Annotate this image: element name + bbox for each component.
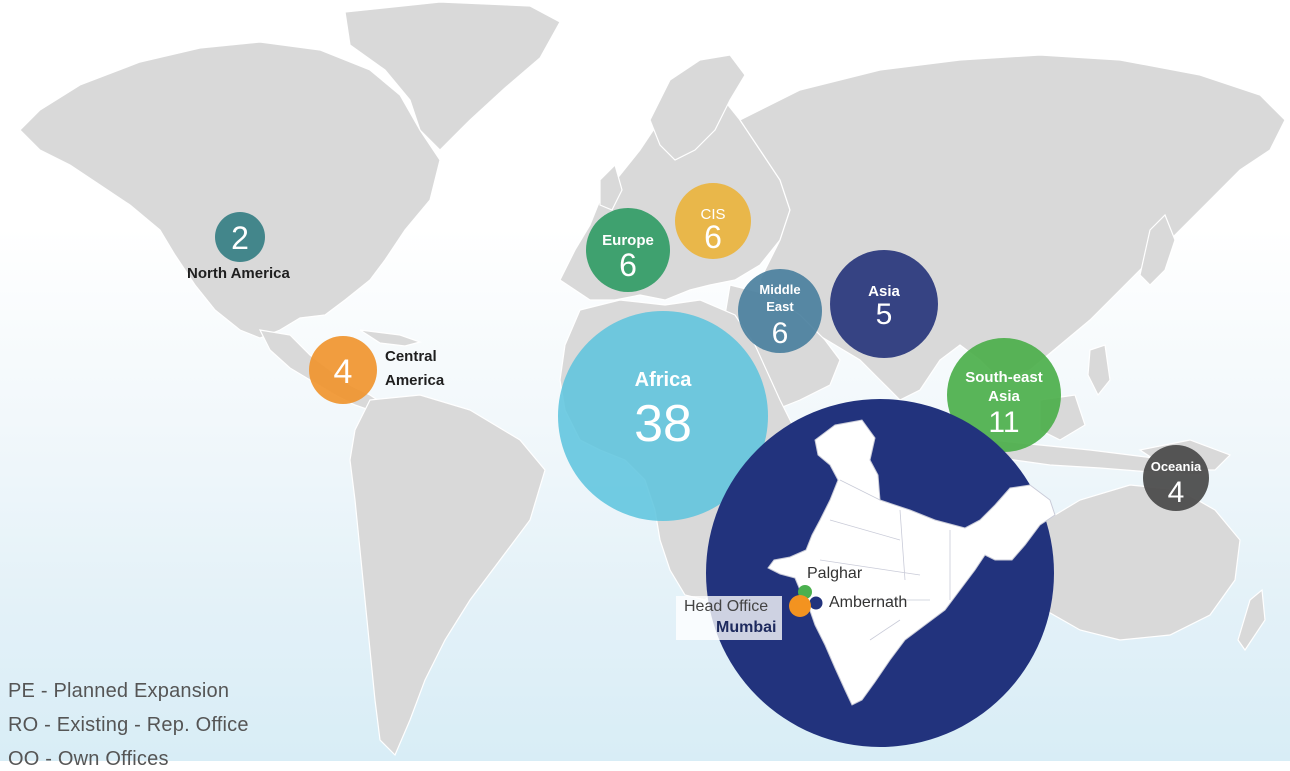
landmass-scandinavia [649, 54, 746, 161]
landmass-new-zealand [1237, 588, 1266, 652]
landmass-australia [1024, 484, 1241, 641]
landmass-south-america [349, 394, 546, 757]
count-north-america: 2 [231, 220, 249, 256]
landmass-uk [599, 163, 623, 211]
count-oceania: 4 [1168, 476, 1185, 509]
label-middle-east-line2: East [766, 299, 794, 314]
label-north-america: North America [187, 265, 290, 282]
mumbai-label: Mumbai [716, 619, 777, 636]
bubble-central-america[interactable] [309, 336, 377, 404]
head-office-label-background [676, 596, 782, 640]
bubble-cis[interactable] [675, 183, 751, 259]
ambernath-dot [808, 595, 824, 611]
label-oceania: Oceania [1151, 459, 1202, 474]
label-south-east-asia-line1: South-east [965, 369, 1043, 386]
india-inset [706, 399, 1056, 747]
label-europe: Europe [602, 232, 654, 249]
label-central-america-line2: America [385, 372, 445, 389]
count-asia: 5 [876, 298, 893, 331]
bubble-europe[interactable] [586, 208, 670, 292]
palghar-label: Palghar [807, 565, 863, 582]
count-middle-east: 6 [772, 317, 789, 350]
bubble-africa[interactable] [558, 311, 768, 521]
ambernath-label: Ambernath [829, 594, 908, 611]
india-state-borders [819, 479, 951, 641]
legend-item-pe: PE - Planned Expansion [8, 680, 230, 702]
count-south-east-asia: 11 [988, 406, 1019, 439]
label-middle-east-line1: Middle [759, 282, 800, 297]
region-bubbles: 2 4 Europe 6 CIS 6 Middle East 6 Asia 5 … [215, 183, 1209, 521]
label-cis: CIS [700, 206, 725, 223]
count-central-america: 4 [334, 353, 353, 391]
count-africa: 38 [634, 395, 692, 453]
bubble-middle-east[interactable] [738, 269, 822, 353]
bubble-north-america[interactable] [215, 212, 265, 262]
mumbai-dot [789, 595, 811, 617]
count-cis: 6 [704, 219, 722, 255]
legend-item-oo: OO - Own Offices [8, 748, 169, 770]
label-asia: Asia [868, 283, 900, 300]
label-central-america-line1: Central [385, 348, 437, 365]
legend-item-ro: RO - Existing - Rep. Office [8, 714, 249, 736]
landmass-philippines [1087, 344, 1111, 397]
bubble-asia[interactable] [830, 250, 938, 358]
label-south-east-asia-line2: Asia [988, 388, 1020, 405]
landmass-greenland [344, 1, 561, 151]
landmass-north-america [19, 41, 441, 339]
count-europe: 6 [619, 247, 637, 283]
landmass-caribbean [359, 329, 423, 347]
label-africa: Africa [635, 369, 693, 391]
landmass-japan [1139, 213, 1176, 286]
head-office-label: Head Office [684, 598, 769, 615]
bubble-south-east-asia[interactable] [947, 338, 1061, 452]
bubble-oceania[interactable] [1143, 445, 1209, 511]
india-map-shape [767, 419, 1056, 706]
